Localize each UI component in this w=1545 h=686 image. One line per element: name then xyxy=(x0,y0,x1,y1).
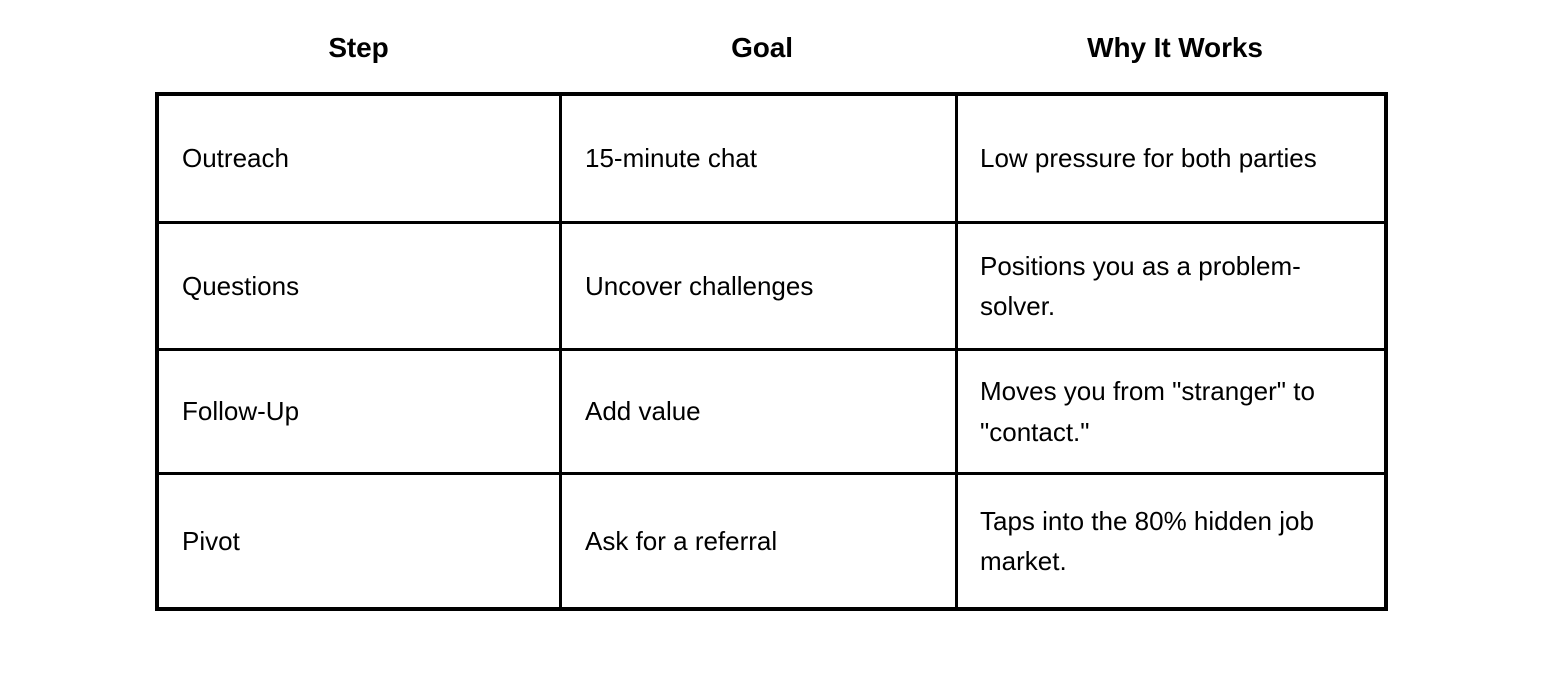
cell-text: Ask for a referral xyxy=(585,525,778,556)
table-body: Outreach 15-minute chat Low pressure for… xyxy=(159,96,1384,607)
table-row: Outreach 15-minute chat Low pressure for… xyxy=(159,96,1384,224)
cell-goal: Ask for a referral xyxy=(562,475,958,607)
cell-text: Follow-Up xyxy=(182,396,300,427)
cell-goal: Add value xyxy=(562,351,958,472)
table-row: Questions Uncover challenges Positions y… xyxy=(159,224,1384,351)
cell-text: Add value xyxy=(585,396,701,427)
cell-why-it-works: Taps into the 80% hidden job market. xyxy=(958,475,1384,607)
column-header-goal: Goal xyxy=(731,31,793,63)
cell-text: Low pressure for both parties xyxy=(980,143,1317,174)
table-row: Follow-Up Add value Moves you from "stra… xyxy=(159,351,1384,475)
cell-text: Uncover challenges xyxy=(585,270,814,301)
cell-why-it-works: Moves you from "stranger" to "contact." xyxy=(958,351,1384,472)
cell-text: Outreach xyxy=(182,143,289,174)
cell-why-it-works: Positions you as a problem-solver. xyxy=(958,224,1384,348)
cell-text: Questions xyxy=(182,270,300,301)
cell-why-it-works: Low pressure for both parties xyxy=(958,96,1384,221)
column-header-step: Step xyxy=(328,31,389,63)
cell-text: Pivot xyxy=(182,525,240,556)
comparison-table: Outreach 15-minute chat Low pressure for… xyxy=(155,92,1388,611)
cell-goal: Uncover challenges xyxy=(562,224,958,348)
cell-text: Moves you from "stranger" to "contact." xyxy=(980,376,1315,447)
cell-step: Follow-Up xyxy=(159,351,562,472)
table-row: Pivot Ask for a referral Taps into the 8… xyxy=(159,475,1384,607)
cell-step: Questions xyxy=(159,224,562,348)
cell-text: Positions you as a problem-solver. xyxy=(980,250,1301,321)
column-header-why-it-works: Why It Works xyxy=(1087,31,1263,63)
cell-text: 15-minute chat xyxy=(585,143,757,174)
table-header-row: Step Goal Why It Works xyxy=(155,22,1388,74)
cell-step: Outreach xyxy=(159,96,562,221)
cell-text: Taps into the 80% hidden job market. xyxy=(980,505,1314,576)
cell-step: Pivot xyxy=(159,475,562,607)
cell-goal: 15-minute chat xyxy=(562,96,958,221)
